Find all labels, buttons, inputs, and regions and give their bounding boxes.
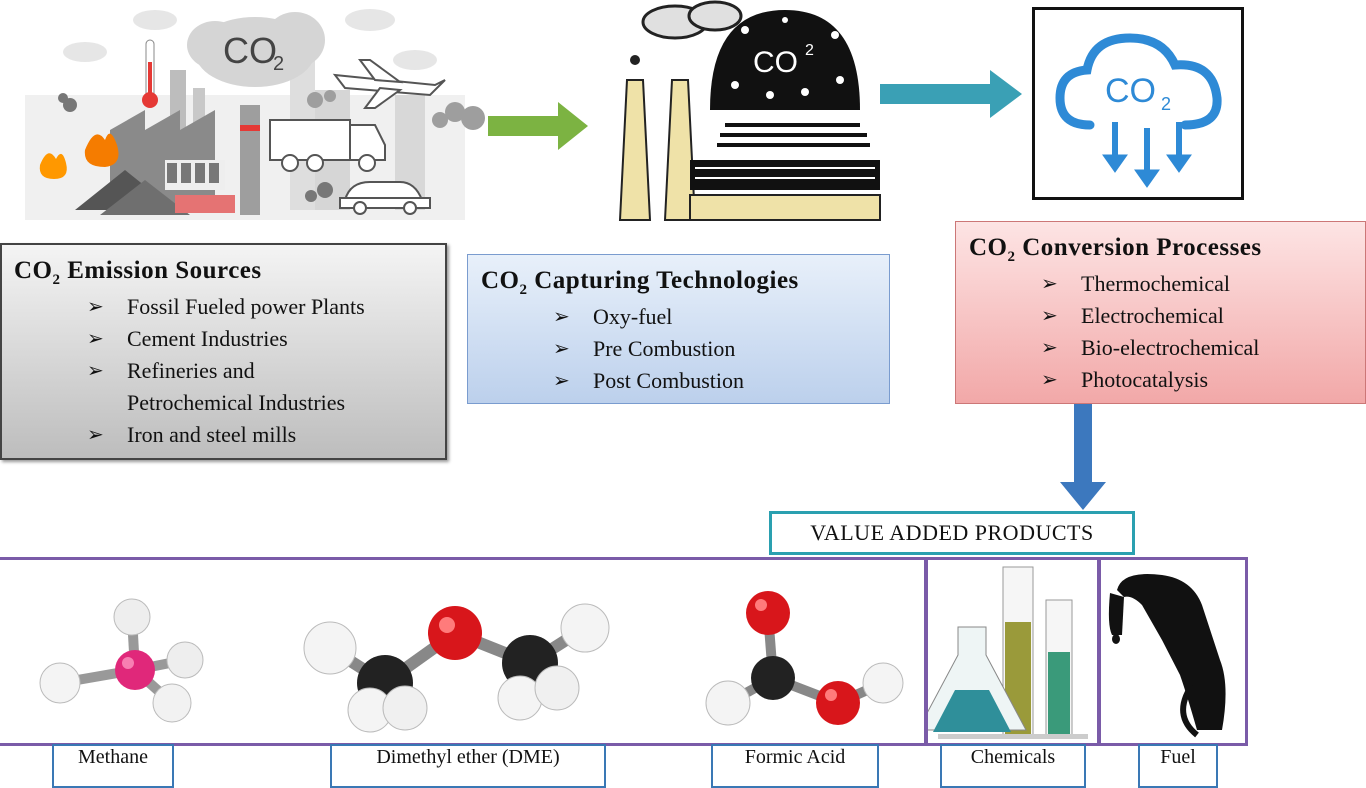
capture-plant-illustration: CO 2 [618,0,881,221]
dimethyl-ether-molecule-icon [303,603,610,733]
svg-text:CO: CO [1105,72,1156,110]
car-icon [339,181,431,215]
svg-text:2: 2 [805,42,814,59]
list-item: ➢Post Combustion [553,368,744,393]
co2-dome-icon: CO 2 [710,10,860,110]
green-arrow-icon [488,102,588,150]
svg-text:2: 2 [273,53,284,75]
product-label-chemicals: Chemicals [940,744,1086,788]
capturing-technologies-title: CO2 Capturing Technologies [481,267,799,298]
value-added-products-label: VALUE ADDED PRODUCTS [769,511,1135,555]
chemicals-glassware-icon [928,566,1088,739]
product-label-methane: Methane [52,744,174,788]
svg-text:CO: CO [223,30,277,71]
fuel-nozzle-icon [1108,574,1226,738]
teal-arrow-icon [880,70,1022,118]
list-item: ➢Thermochemical [1041,271,1231,296]
emission-sources-title: CO2 Emission Sources [14,257,262,288]
capturing-technologies-list: ➢Oxy-fuel ➢Pre Combustion ➢Post Combusti… [553,301,873,397]
product-label-formic-acid: Formic Acid [711,744,879,788]
blue-down-arrow-icon [1060,404,1106,510]
list-item-continuation: Petrochemical Industries [127,390,346,415]
emission-sources-list: ➢Fossil Fueled power Plants ➢Cement Indu… [87,291,447,451]
conversion-processes-box: CO2 Conversion Processes ➢Thermochemical… [955,221,1366,404]
co2-conversion-icon-frame: CO 2 [1032,7,1244,200]
conversion-processes-title: CO2 Conversion Processes [969,234,1262,265]
svg-text:CO: CO [753,46,798,79]
list-item: ➢Electrochemical [1041,303,1224,328]
list-item: ➢Pre Combustion [553,336,736,361]
co2-cloud-icon: CO 2 [187,12,325,87]
emission-sources-box: CO2 Emission Sources ➢Fossil Fueled powe… [0,243,447,460]
list-item: ➢Oxy-fuel [553,304,673,329]
list-item: ➢Fossil Fueled power Plants [87,294,365,319]
truck-icon [269,119,386,172]
conversion-processes-list: ➢Thermochemical ➢Electrochemical ➢Bio-el… [1041,268,1361,396]
thermometer-icon [142,39,158,108]
emission-sources-illustration: CO 2 [25,9,485,220]
list-item: ➢Iron and steel mills [87,422,297,447]
product-label-dme: Dimethyl ether (DME) [330,744,606,788]
co2-cloud-download-icon: CO 2 [1055,33,1222,188]
svg-text:2: 2 [1161,94,1171,114]
fire-icon [39,133,119,179]
list-item: ➢Bio-electrochemical [1041,335,1260,360]
list-item: ➢Refineries and [87,358,255,383]
formic-acid-molecule-icon [705,591,904,726]
airplane-icon [332,59,446,109]
list-item: ➢Photocatalysis [1041,367,1209,392]
list-item: ➢Cement Industries [87,326,288,351]
product-label-fuel: Fuel [1138,744,1218,788]
methane-molecule-icon [39,598,204,723]
capturing-technologies-box: CO2 Capturing Technologies ➢Oxy-fuel ➢Pr… [467,254,890,404]
